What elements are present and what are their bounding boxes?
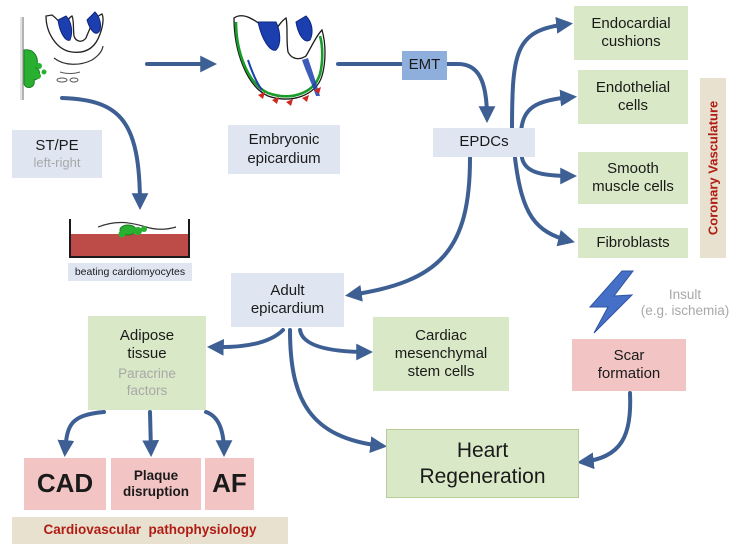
endocardial-line2: cushions xyxy=(601,33,661,50)
embryonic-line1: Embryonic xyxy=(248,131,320,149)
arrow-stpe-to-cardiomyocytes xyxy=(60,96,149,211)
scar-line1: Scar xyxy=(613,346,645,364)
endocardial-line1: Endocardial xyxy=(591,14,671,32)
adult-line1: Adult xyxy=(270,281,305,299)
culture-dish-icon xyxy=(69,219,190,258)
cardiac-mesenchymal-box: Cardiac mesenchymal stem cells xyxy=(373,317,509,391)
embryonic-heart-sketch-icon xyxy=(233,15,326,106)
endothelial-line2: cells xyxy=(617,97,648,114)
arrow-adipose-to-af xyxy=(204,410,233,458)
scar-line2: formation xyxy=(597,365,661,382)
endothelial-line1: Endothelial xyxy=(595,78,671,96)
cardiac-line3: stem cells xyxy=(407,363,475,381)
adipose-tissue-box: Adipose tissue Paracrine factors xyxy=(88,316,206,410)
stpe-title: ST/PE xyxy=(35,136,79,154)
beating-cardiomyocytes-label: beating cardiomyocytes xyxy=(74,265,186,278)
smooth-muscle-cells-box: Smooth muscle cells xyxy=(578,152,688,204)
lightning-bolt-icon xyxy=(588,270,635,334)
plaque-disruption-box: Plaque disruption xyxy=(111,458,201,510)
arrow-adult-to-cardiac xyxy=(298,328,374,361)
heart-regeneration-box: Heart Regeneration xyxy=(386,429,579,498)
plaque-line1: Plaque xyxy=(133,467,179,483)
scar-formation-box: Scar formation xyxy=(572,339,686,391)
arrow-adipose-to-cad xyxy=(57,410,106,458)
af-label: AF xyxy=(212,468,247,499)
arrow-adult-to-adipose xyxy=(206,328,285,356)
epdcs-label: EPDCs xyxy=(459,133,509,151)
arrow-embryonic-to-epdcs xyxy=(336,62,496,124)
adult-epicardium-box: Adult epicardium xyxy=(231,273,344,327)
embryonic-epicardium-box: Embryonic epicardium xyxy=(228,125,340,174)
coronary-vasculature-label: Coronary Vasculature xyxy=(705,100,721,236)
embryo-sketch-icon xyxy=(20,11,104,100)
endothelial-cells-box: Endothelial cells xyxy=(578,70,688,124)
heart-line1: Heart xyxy=(456,438,509,462)
cad-box: CAD xyxy=(24,458,106,510)
paracrine-line2: factors xyxy=(126,382,168,398)
arrow-epdcs-to-adult xyxy=(345,156,472,302)
emt-label: EMT xyxy=(408,56,441,74)
heart-line2: Regeneration xyxy=(419,464,546,488)
insult-label-box: Insult (e.g. ischemia) xyxy=(634,284,736,322)
plaque-line2: disruption xyxy=(123,484,189,499)
arrow-scar-to-heart xyxy=(576,391,633,470)
embryonic-line2: epicardium xyxy=(247,149,321,167)
arrow-epdcs-to-fibroblasts xyxy=(513,156,575,247)
cardiac-line1: Cardiac xyxy=(415,326,467,344)
cardiac-line2: mesenchymal xyxy=(394,344,488,362)
cad-label: CAD xyxy=(36,468,94,499)
af-box: AF xyxy=(205,458,254,510)
stpe-subtitle: left-right xyxy=(33,155,81,171)
insult-line2: (e.g. ischemia) xyxy=(640,303,730,318)
smooth-line2: muscle cells xyxy=(592,178,674,195)
arrow-adult-to-heart xyxy=(288,328,388,454)
cardiovascular-pathophysiology-label: Cardiovascular pathophysiology xyxy=(43,522,257,538)
arrow-adipose-to-plaque xyxy=(142,410,160,458)
arrow-epdcs-to-endothelial xyxy=(519,89,578,134)
adipose-line2: tissue xyxy=(127,345,167,363)
cardiovascular-pathophysiology-box: Cardiovascular pathophysiology xyxy=(12,517,288,544)
arrow-epdcs-to-endocardial xyxy=(510,16,574,134)
emt-box: EMT xyxy=(402,51,447,80)
stpe-box: ST/PE left-right xyxy=(12,130,102,178)
beating-cardiomyocytes-box: beating cardiomyocytes xyxy=(68,263,192,281)
insult-line1: Insult xyxy=(668,286,702,302)
smooth-line1: Smooth xyxy=(607,159,659,177)
paracrine-line1: Paracrine xyxy=(118,366,176,382)
adult-line2: epicardium xyxy=(250,300,325,317)
fibroblasts-label: Fibroblasts xyxy=(596,233,670,251)
coronary-vasculature-band: Coronary Vasculature xyxy=(700,78,726,258)
adipose-line1: Adipose xyxy=(119,326,175,344)
epdcs-box: EPDCs xyxy=(433,128,535,157)
fibroblasts-box: Fibroblasts xyxy=(578,228,688,258)
arrow-epdcs-to-smooth xyxy=(520,156,578,185)
endocardial-cushions-box: Endocardial cushions xyxy=(574,6,688,60)
